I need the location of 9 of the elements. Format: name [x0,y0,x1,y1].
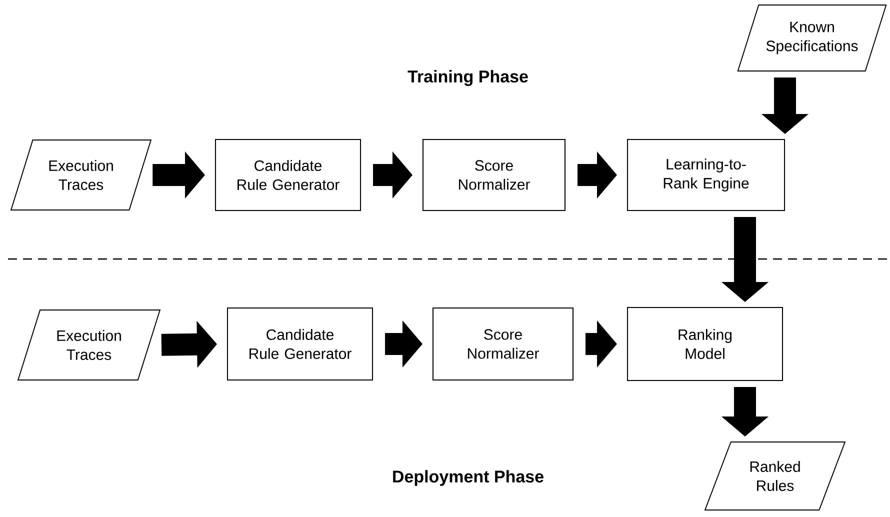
process-box: Learning-to-Rank Engine [627,139,785,211]
process-box: Candidate Rule Generator [227,308,373,380]
data-parallelogram: Known Specifications [737,4,887,72]
phase-title: Deployment Phase [393,470,544,486]
process-box: Score Normalizer [422,139,566,211]
process-box: Candidate Rule Generator [215,139,361,211]
phase-title: Training Phase [408,70,528,86]
process-box: Ranking Model [627,307,783,381]
process-box: Score Normalizer [432,308,574,380]
